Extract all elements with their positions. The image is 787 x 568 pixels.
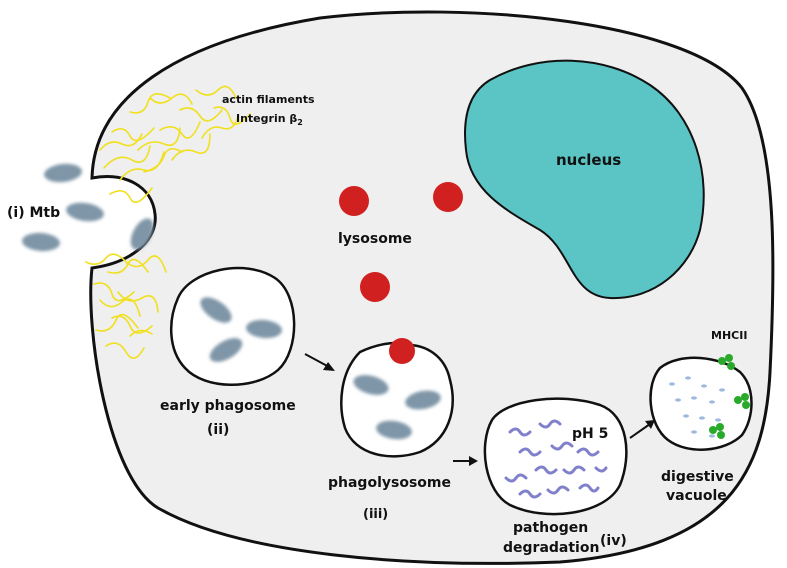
- pathogen-fragment: [534, 465, 558, 475]
- mtb-bacterium: [66, 202, 104, 222]
- lysosomes: [339, 182, 463, 302]
- label-phagolysosome: phagolysosome: [328, 475, 451, 491]
- actin-filaments-upper: [99, 85, 251, 204]
- pathogen-fragment: [576, 447, 600, 457]
- mhcii-molecule: [734, 393, 750, 409]
- label-digestive: digestive: [661, 469, 734, 485]
- label-stage-ii: (ii): [207, 422, 229, 438]
- arrow-degradation-to-digestive: [629, 420, 655, 439]
- lysosome: [339, 186, 369, 216]
- pathogen-fragment: [578, 483, 600, 493]
- pathogen-fragment: [538, 419, 562, 429]
- arrow-early-to-phagolysosome: [304, 353, 335, 371]
- label-stage-iv: (iv): [600, 533, 627, 549]
- label-stage-iii: (iii): [363, 507, 388, 522]
- label-lysosome: lysosome: [338, 231, 412, 247]
- mtb-bacterium: [22, 232, 60, 252]
- label-degradation: degradation: [503, 540, 599, 556]
- pathogen-fragment: [504, 473, 528, 483]
- engulfing-bacterium: [130, 218, 154, 250]
- pathogen-fragment: [550, 441, 574, 451]
- pathogen-fragment: [594, 466, 608, 473]
- digestive-vacuole: [649, 354, 753, 451]
- mhcii-molecule: [709, 423, 725, 439]
- label-ph: pH 5: [572, 426, 608, 442]
- pathogen-fragment: [562, 465, 586, 475]
- label-nucleus: nucleus: [556, 151, 621, 169]
- fusing-lysosome: [389, 338, 415, 364]
- actin-filaments-lower: [85, 253, 167, 359]
- pathogen-fragment: [518, 489, 542, 499]
- label-integrin: Integrin β2: [236, 112, 303, 127]
- arrows: [304, 353, 655, 466]
- label-actin-filaments: actin filaments: [222, 93, 315, 106]
- phagolysosome: [340, 338, 454, 458]
- free-mtb-bacteria: [22, 163, 104, 252]
- nucleus: [464, 59, 705, 300]
- lysosome: [433, 182, 463, 212]
- label-early-phagosome: early phagosome: [160, 398, 296, 414]
- lysosome: [360, 272, 390, 302]
- label-vacuole: vacuole: [666, 488, 727, 504]
- label-pathogen: pathogen: [513, 520, 588, 536]
- mhcii-molecule: [718, 354, 735, 370]
- pathogen-fragment: [546, 485, 570, 495]
- mtb-bacterium: [44, 163, 82, 183]
- degradation-vacuole: [483, 397, 628, 516]
- label-mtb: (i) Mtb: [7, 205, 60, 221]
- arrow-phagolysosome-to-degradation: [453, 456, 478, 466]
- pathogen-fragment: [518, 447, 542, 457]
- early-phagosome: [169, 266, 296, 386]
- pathogen-fragment: [508, 427, 532, 437]
- label-mhcii: MHCII: [711, 329, 747, 342]
